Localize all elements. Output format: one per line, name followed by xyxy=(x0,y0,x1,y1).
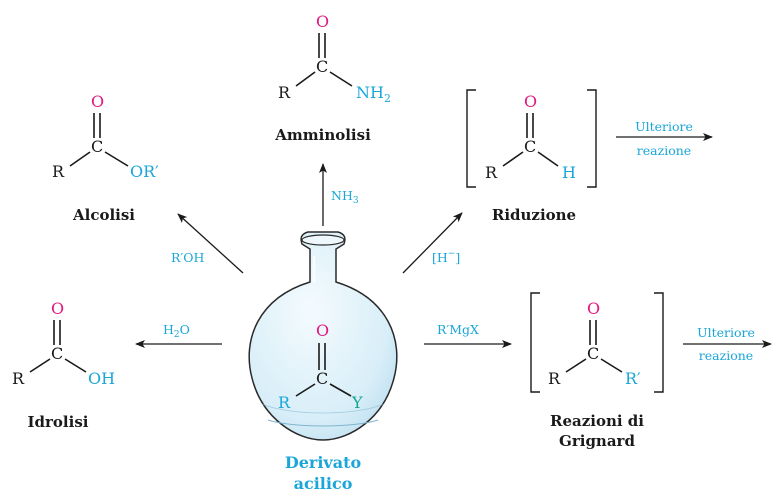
amminolisi-r: R xyxy=(278,83,291,102)
svg-text:NH3: NH3 xyxy=(331,188,359,206)
riduzione-reagent-tail: ] xyxy=(455,250,460,265)
alcolisi-product: O C R OR′ xyxy=(52,92,159,181)
idrolisi-product: O C R OH xyxy=(12,299,115,388)
riduzione-left-bracket xyxy=(466,89,476,188)
riduzione-group: H xyxy=(562,163,576,182)
riduzione-followup-line1: Ulteriore xyxy=(635,119,693,134)
idrolisi-oxygen: O xyxy=(51,299,64,318)
amminolisi-reagent: NH xyxy=(331,188,353,203)
idrolisi-reagent-tail: O xyxy=(180,322,190,337)
center-oxygen-atom: O xyxy=(316,321,329,340)
grignard-label-line1: Reazioni di xyxy=(550,412,644,430)
riduzione-reagent-sup: − xyxy=(448,249,456,259)
alcolisi-reagent: R′OH xyxy=(171,250,204,265)
center-r-group: R xyxy=(278,393,291,412)
riduzione-oxygen: O xyxy=(524,92,537,111)
alcolisi-label: Alcolisi xyxy=(72,206,135,224)
svg-text:NH2: NH2 xyxy=(356,83,391,105)
riduzione-followup-line2: reazione xyxy=(637,143,691,158)
grignard-group: R′ xyxy=(625,369,641,388)
idrolisi-label: Idrolisi xyxy=(28,413,89,431)
grignard-left-bracket xyxy=(530,292,540,393)
amminolisi-reagent-sub: 3 xyxy=(353,196,359,206)
grignard-carbon: C xyxy=(587,344,599,363)
alcolisi-oxygen: O xyxy=(91,92,104,111)
center-title-line1: Derivato xyxy=(285,453,362,472)
riduzione-arrow xyxy=(402,212,463,274)
amminolisi-carbon: C xyxy=(316,57,328,76)
alcolisi-carbon: C xyxy=(91,137,103,156)
center-carbon-atom: C xyxy=(316,369,328,388)
grignard-product: O C R R′ xyxy=(548,299,641,388)
idrolisi-reagent-sub: 2 xyxy=(174,330,180,340)
riduzione-right-bracket xyxy=(587,89,597,188)
riduzione-product: O C R H xyxy=(485,92,576,182)
svg-text:[H−]: [H−] xyxy=(432,249,460,265)
amminolisi-group: NH xyxy=(356,83,384,102)
amminolisi-product: O C R NH2 xyxy=(278,12,391,105)
grignard-label-line2: Grignard xyxy=(559,432,635,450)
riduzione-label: Riduzione xyxy=(492,206,576,224)
amminolisi-oxygen: O xyxy=(316,12,329,31)
grignard-right-bracket xyxy=(654,292,664,393)
alcolisi-group: OR′ xyxy=(130,162,159,181)
idrolisi-group: OH xyxy=(88,369,115,388)
riduzione-reagent: [H xyxy=(432,250,448,265)
idrolisi-reagent: H xyxy=(163,322,174,337)
idrolisi-r: R xyxy=(12,369,25,388)
grignard-followup-line2: reazione xyxy=(699,348,753,363)
svg-text:H2O: H2O xyxy=(163,322,190,340)
riduzione-r: R xyxy=(485,163,498,182)
round-bottom-flask xyxy=(248,231,398,441)
amminolisi-group-sub: 2 xyxy=(384,92,391,105)
center-y-group: Y xyxy=(351,393,363,412)
grignard-followup-line1: Ulteriore xyxy=(697,325,755,340)
alcolisi-arrow xyxy=(177,213,244,274)
grignard-reagent: R′MgX xyxy=(437,322,479,337)
amminolisi-label: Amminolisi xyxy=(274,126,371,144)
center-acyl-molecule: O C R Y xyxy=(278,321,363,412)
center-title-line2: acilico xyxy=(294,474,353,493)
alcolisi-r: R xyxy=(52,162,65,181)
grignard-r: R xyxy=(548,369,561,388)
riduzione-carbon: C xyxy=(524,137,536,156)
idrolisi-carbon: C xyxy=(51,344,63,363)
grignard-oxygen: O xyxy=(587,299,600,318)
